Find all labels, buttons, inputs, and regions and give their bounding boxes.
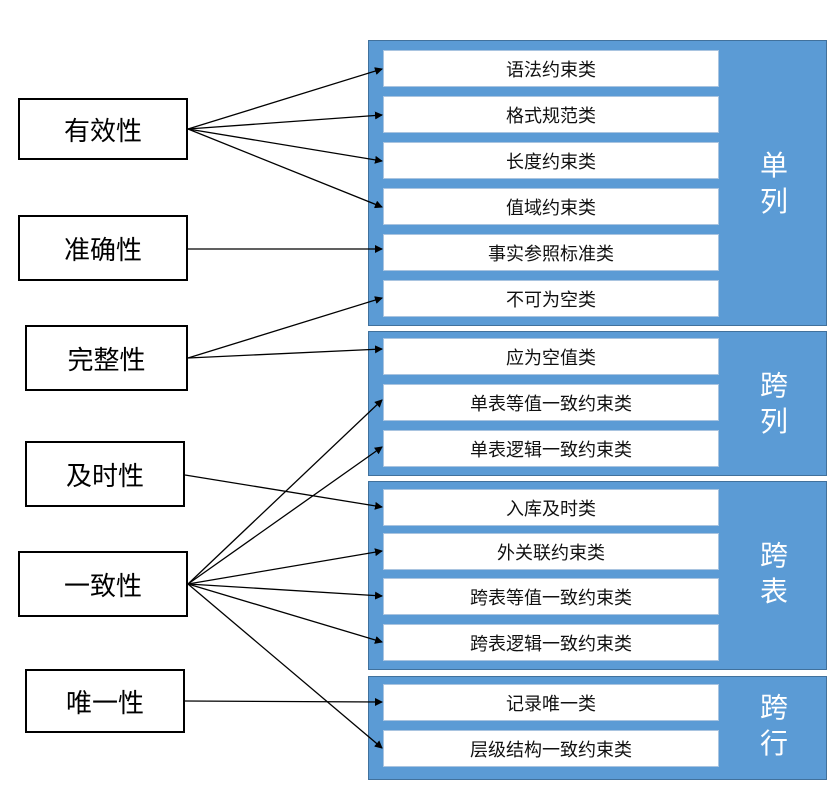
dimension-completeness: 完整性: [25, 325, 188, 391]
dimension-accuracy: 准确性: [18, 215, 188, 281]
group-single-column: [368, 40, 827, 326]
category-cross-table-equal: 跨表等值一致约束类: [383, 578, 719, 615]
arrow-consistency-single-table-equal: [187, 399, 383, 585]
category-hierarchy-consistent: 层级结构一致约束类: [383, 730, 719, 767]
arrow-completeness-not-null: [187, 296, 383, 359]
category-not-null: 不可为空类: [383, 280, 719, 317]
category-single-table-logic: 单表逻辑一致约束类: [383, 430, 719, 467]
arrow-validity-format: [187, 111, 383, 130]
dimension-validity: 有效性: [18, 98, 188, 160]
arrow-completeness-should-be-null: [187, 345, 383, 359]
dimension-uniqueness: 唯一性: [25, 669, 185, 733]
arrow-consistency-single-table-logic: [187, 446, 383, 585]
category-timely-storage: 入库及时类: [383, 489, 719, 526]
group-label-single-column: 单 列: [759, 149, 788, 218]
dimension-consistency: 一致性: [18, 551, 188, 617]
arrow-timeliness-timely-storage: [184, 474, 383, 510]
category-value-range: 值域约束类: [383, 188, 719, 225]
category-syntax: 语法约束类: [383, 50, 719, 87]
arrow-consistency-cross-table-equal: [187, 583, 383, 600]
arrow-uniqueness-record-unique: [184, 697, 383, 706]
arrow-consistency-cross-table-logic: [187, 583, 383, 644]
category-should-be-null: 应为空值类: [383, 338, 719, 375]
arrow-consistency-foreign-key: [187, 548, 383, 585]
arrow-validity-syntax: [187, 67, 383, 130]
arrow-validity-length: [187, 128, 383, 164]
category-length: 长度约束类: [383, 142, 719, 179]
group-label-cross-table: 跨 表: [759, 539, 788, 608]
arrow-validity-value-range: [187, 128, 383, 209]
dimension-timeliness: 及时性: [25, 441, 185, 507]
group-label-cross-row: 跨 行: [759, 691, 788, 760]
category-cross-table-logic: 跨表逻辑一致约束类: [383, 624, 719, 661]
category-format: 格式规范类: [383, 96, 719, 133]
arrow-consistency-hierarchy-consistent: [187, 583, 383, 749]
category-fact-reference: 事实参照标准类: [383, 234, 719, 271]
category-record-unique: 记录唯一类: [383, 684, 719, 721]
category-single-table-equal: 单表等值一致约束类: [383, 384, 719, 421]
group-label-cross-column: 跨 列: [759, 369, 788, 438]
category-foreign-key: 外关联约束类: [383, 533, 719, 570]
